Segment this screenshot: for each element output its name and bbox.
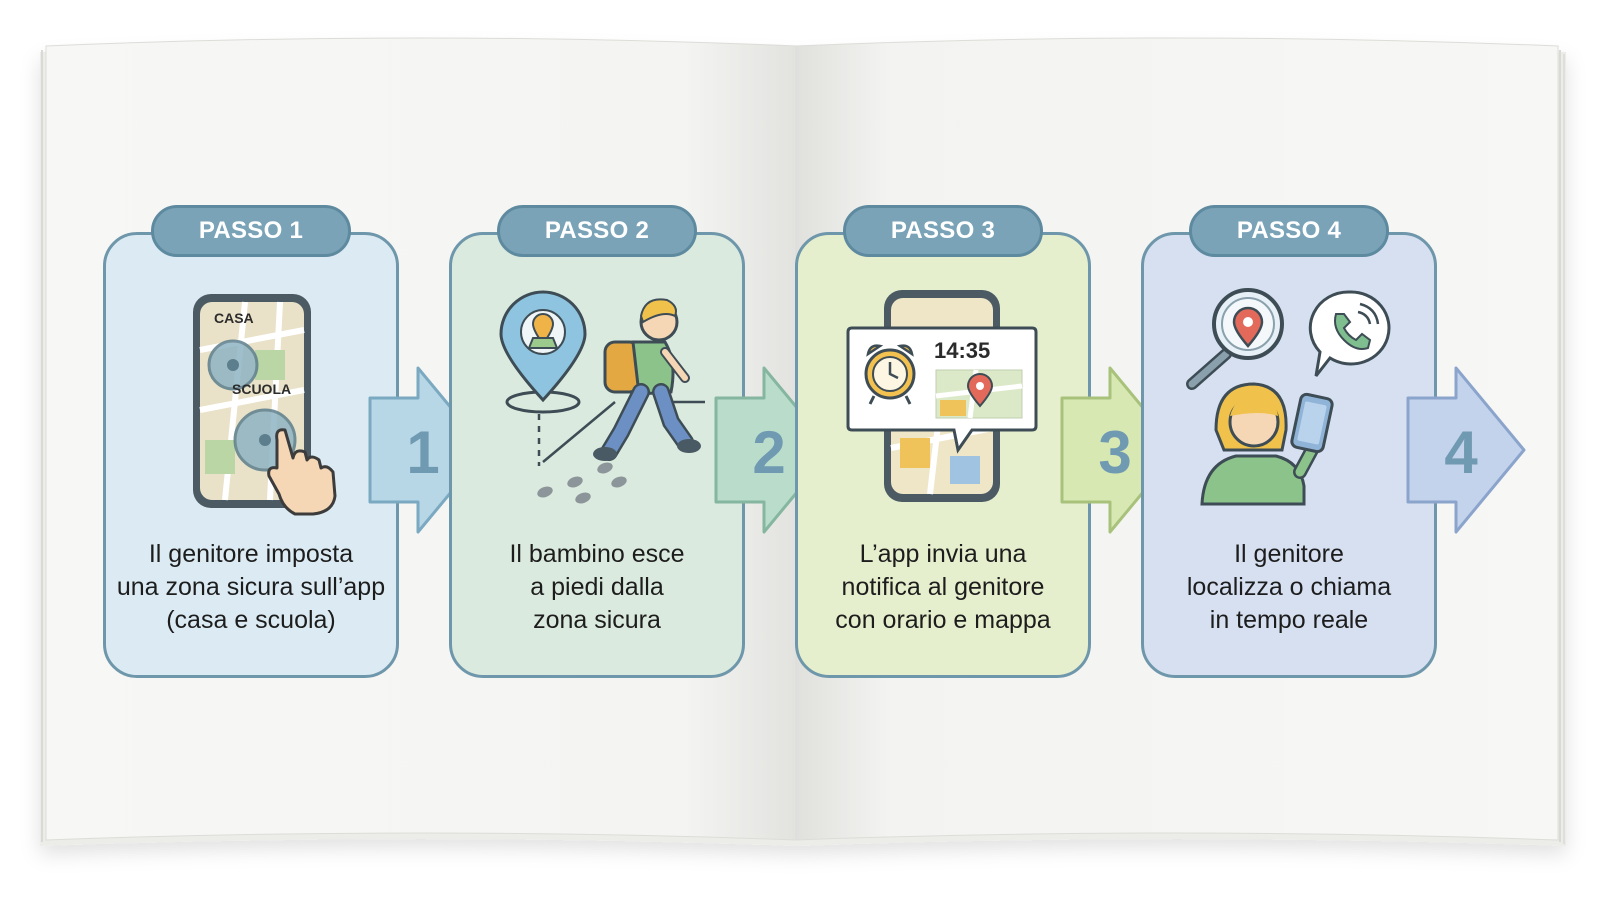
step-badge-4: PASSO 4: [1189, 205, 1389, 257]
step-number-3: 3: [1098, 419, 1132, 486]
step-text-3: L’app invia una notifica al genitore con…: [835, 540, 1051, 634]
notification-time: 14:35: [934, 338, 991, 363]
footprints-icon: [537, 462, 627, 504]
step-number-1: 1: [406, 419, 440, 486]
map-pin-icon: [966, 373, 994, 408]
location-pin-icon: [499, 290, 587, 466]
magnifier-pin-icon: [1186, 288, 1284, 390]
step-badge-2: PASSO 2: [497, 205, 697, 257]
step-badge-3: PASSO 3: [843, 205, 1043, 257]
map-label-casa: CASA: [214, 310, 254, 326]
step-number-4: 4: [1444, 419, 1478, 486]
step-arrow-4: [1406, 366, 1526, 534]
phone-call-icon: [1308, 290, 1391, 377]
phone-icon: [193, 294, 337, 516]
step-text-4: Il genitore localizza o chiama in tempo …: [1186, 540, 1392, 634]
parent-with-phone-icon: [1200, 382, 1334, 506]
step-card-4: [1141, 232, 1437, 678]
step-number-2: 2: [752, 419, 786, 486]
step-text-2: Il bambino esce a piedi dalla zona sicur…: [509, 540, 685, 634]
walking-child-icon: [537, 298, 705, 504]
hand-pointer-icon: [267, 428, 337, 516]
alarm-clock-icon: [864, 344, 916, 405]
notification-card: [846, 326, 1038, 454]
map-label-scuola: SCUOLA: [232, 381, 292, 397]
step-text-1: Il genitore imposta una zona sicura sull…: [116, 540, 386, 634]
step-badge-1: PASSO 1: [151, 205, 351, 257]
